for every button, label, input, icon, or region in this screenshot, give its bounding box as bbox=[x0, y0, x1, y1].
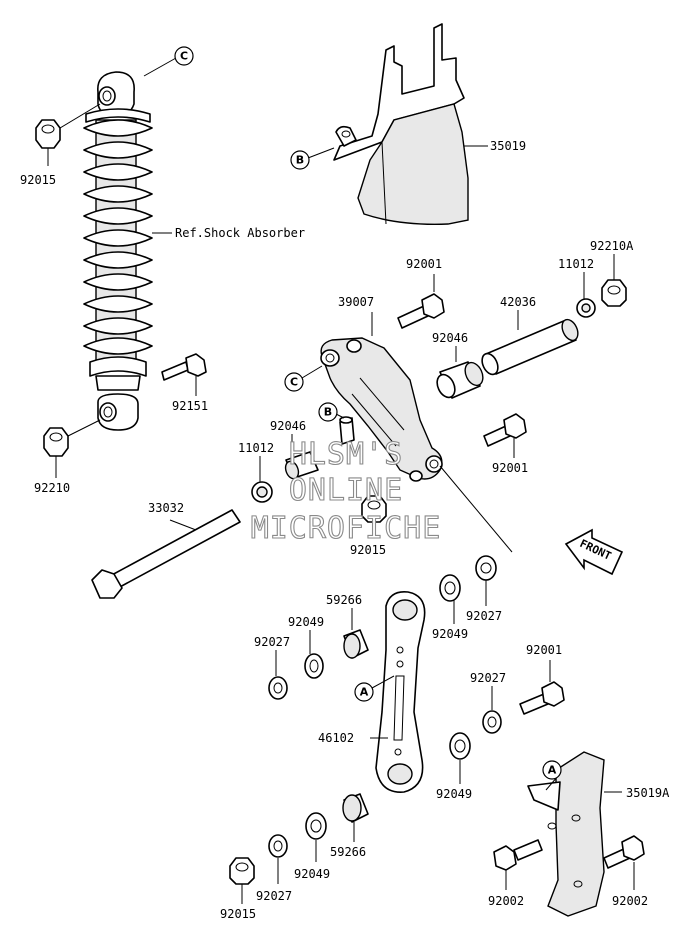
guard-35019A bbox=[527, 751, 605, 917]
callout-c-shock-top: C bbox=[143, 46, 194, 77]
callout-a-rod: A bbox=[354, 675, 395, 702]
washer-92049-b bbox=[439, 574, 461, 602]
label-92210: 92210 bbox=[34, 481, 70, 495]
bolt-92001-low bbox=[519, 681, 565, 715]
rod-46102 bbox=[375, 590, 426, 793]
svg-text:C: C bbox=[290, 376, 298, 389]
label-92027-c: 92027 bbox=[470, 671, 506, 685]
svg-text:A: A bbox=[360, 686, 369, 699]
shock-absorber bbox=[83, 71, 153, 431]
label-59266-b: 59266 bbox=[330, 845, 366, 859]
label-ref-shock: Ref.Shock Absorber bbox=[175, 226, 305, 240]
nut-92015-bottom bbox=[229, 857, 255, 885]
label-33032: 33032 bbox=[148, 501, 184, 515]
watermark: HLSM'S ONLINE MICROFICHE bbox=[250, 436, 442, 546]
label-92046-a: 92046 bbox=[432, 331, 468, 345]
label-92046-b: 92046 bbox=[270, 419, 306, 433]
label-92027-a: 92027 bbox=[466, 609, 502, 623]
bolt-92001-mid bbox=[483, 413, 527, 447]
label-92049-a: 92049 bbox=[288, 615, 324, 629]
label-35019A: 35019A bbox=[626, 786, 670, 800]
label-92015-mid: 92015 bbox=[350, 543, 386, 557]
washer-92027-b bbox=[475, 555, 497, 581]
callout-c-arm: C bbox=[284, 365, 323, 392]
svg-text:MICROFICHE: MICROFICHE bbox=[251, 511, 442, 546]
washer-92049-a bbox=[304, 653, 324, 679]
part-labels: 92015 35019 Ref.Shock Absorber 92001 110… bbox=[20, 139, 670, 921]
label-35019: 35019 bbox=[490, 139, 526, 153]
collar-59266-b bbox=[342, 793, 369, 823]
label-11012-a: 11012 bbox=[558, 257, 594, 271]
label-92049-b: 92049 bbox=[432, 627, 468, 641]
label-11012-b: 11012 bbox=[238, 441, 274, 455]
washer-92027-d bbox=[268, 834, 288, 858]
collar-59266-a bbox=[343, 629, 369, 659]
seal-11012-mid bbox=[251, 481, 273, 503]
collar-92046-b bbox=[284, 451, 319, 480]
collar-92046-a bbox=[436, 361, 484, 399]
label-92001-c: 92001 bbox=[526, 643, 562, 657]
label-46102: 46102 bbox=[318, 731, 354, 745]
nut-92015-mid bbox=[361, 495, 387, 523]
seal-11012-top bbox=[576, 298, 596, 318]
bolt-92151 bbox=[161, 353, 207, 381]
svg-text:B: B bbox=[324, 406, 332, 419]
nut-92210A bbox=[601, 279, 627, 307]
label-92015-bottom: 92015 bbox=[220, 907, 256, 921]
label-42036: 42036 bbox=[500, 295, 536, 309]
guard-35019 bbox=[333, 23, 469, 225]
label-92015-top: 92015 bbox=[20, 173, 56, 187]
label-92027-d: 92027 bbox=[256, 889, 292, 903]
svg-text:ONLINE: ONLINE bbox=[289, 473, 403, 508]
bolt-92002-a bbox=[493, 839, 543, 871]
spring-coils bbox=[83, 119, 153, 355]
label-39007: 39007 bbox=[338, 295, 374, 309]
label-92210A: 92210A bbox=[590, 239, 634, 253]
washer-92027-c bbox=[482, 710, 502, 734]
bolt-33032 bbox=[91, 509, 241, 599]
tube-42036 bbox=[481, 318, 579, 376]
nut-92210 bbox=[43, 427, 69, 457]
label-92049-d: 92049 bbox=[294, 867, 330, 881]
label-59266-a: 59266 bbox=[326, 593, 362, 607]
label-92151: 92151 bbox=[172, 399, 208, 413]
callout-b-arm: B bbox=[318, 402, 345, 422]
callout-a-guard2: A bbox=[542, 760, 562, 791]
label-92049-c: 92049 bbox=[436, 787, 472, 801]
washer-92049-d bbox=[305, 812, 327, 840]
label-92001-b: 92001 bbox=[492, 461, 528, 475]
svg-text:C: C bbox=[180, 50, 188, 63]
svg-text:HLSM'S: HLSM'S bbox=[289, 437, 403, 472]
svg-text:B: B bbox=[296, 154, 304, 167]
washer-92027-a bbox=[268, 676, 288, 700]
callout-b-guard: B bbox=[290, 147, 335, 170]
bolt-92001-top bbox=[397, 293, 445, 329]
label-92027-b: 92027 bbox=[254, 635, 290, 649]
nut-92015-top bbox=[35, 119, 61, 149]
bolt-92002-b bbox=[603, 835, 645, 869]
washer-92049-c bbox=[449, 732, 471, 760]
rocker-arm-39007 bbox=[320, 337, 443, 482]
front-arrow-icon: FRONT bbox=[564, 528, 624, 576]
label-92002-b: 92002 bbox=[612, 894, 648, 908]
svg-text:A: A bbox=[548, 764, 557, 777]
pin-arm bbox=[339, 416, 355, 445]
label-92002-a: 92002 bbox=[488, 894, 524, 908]
label-92001-a: 92001 bbox=[406, 257, 442, 271]
